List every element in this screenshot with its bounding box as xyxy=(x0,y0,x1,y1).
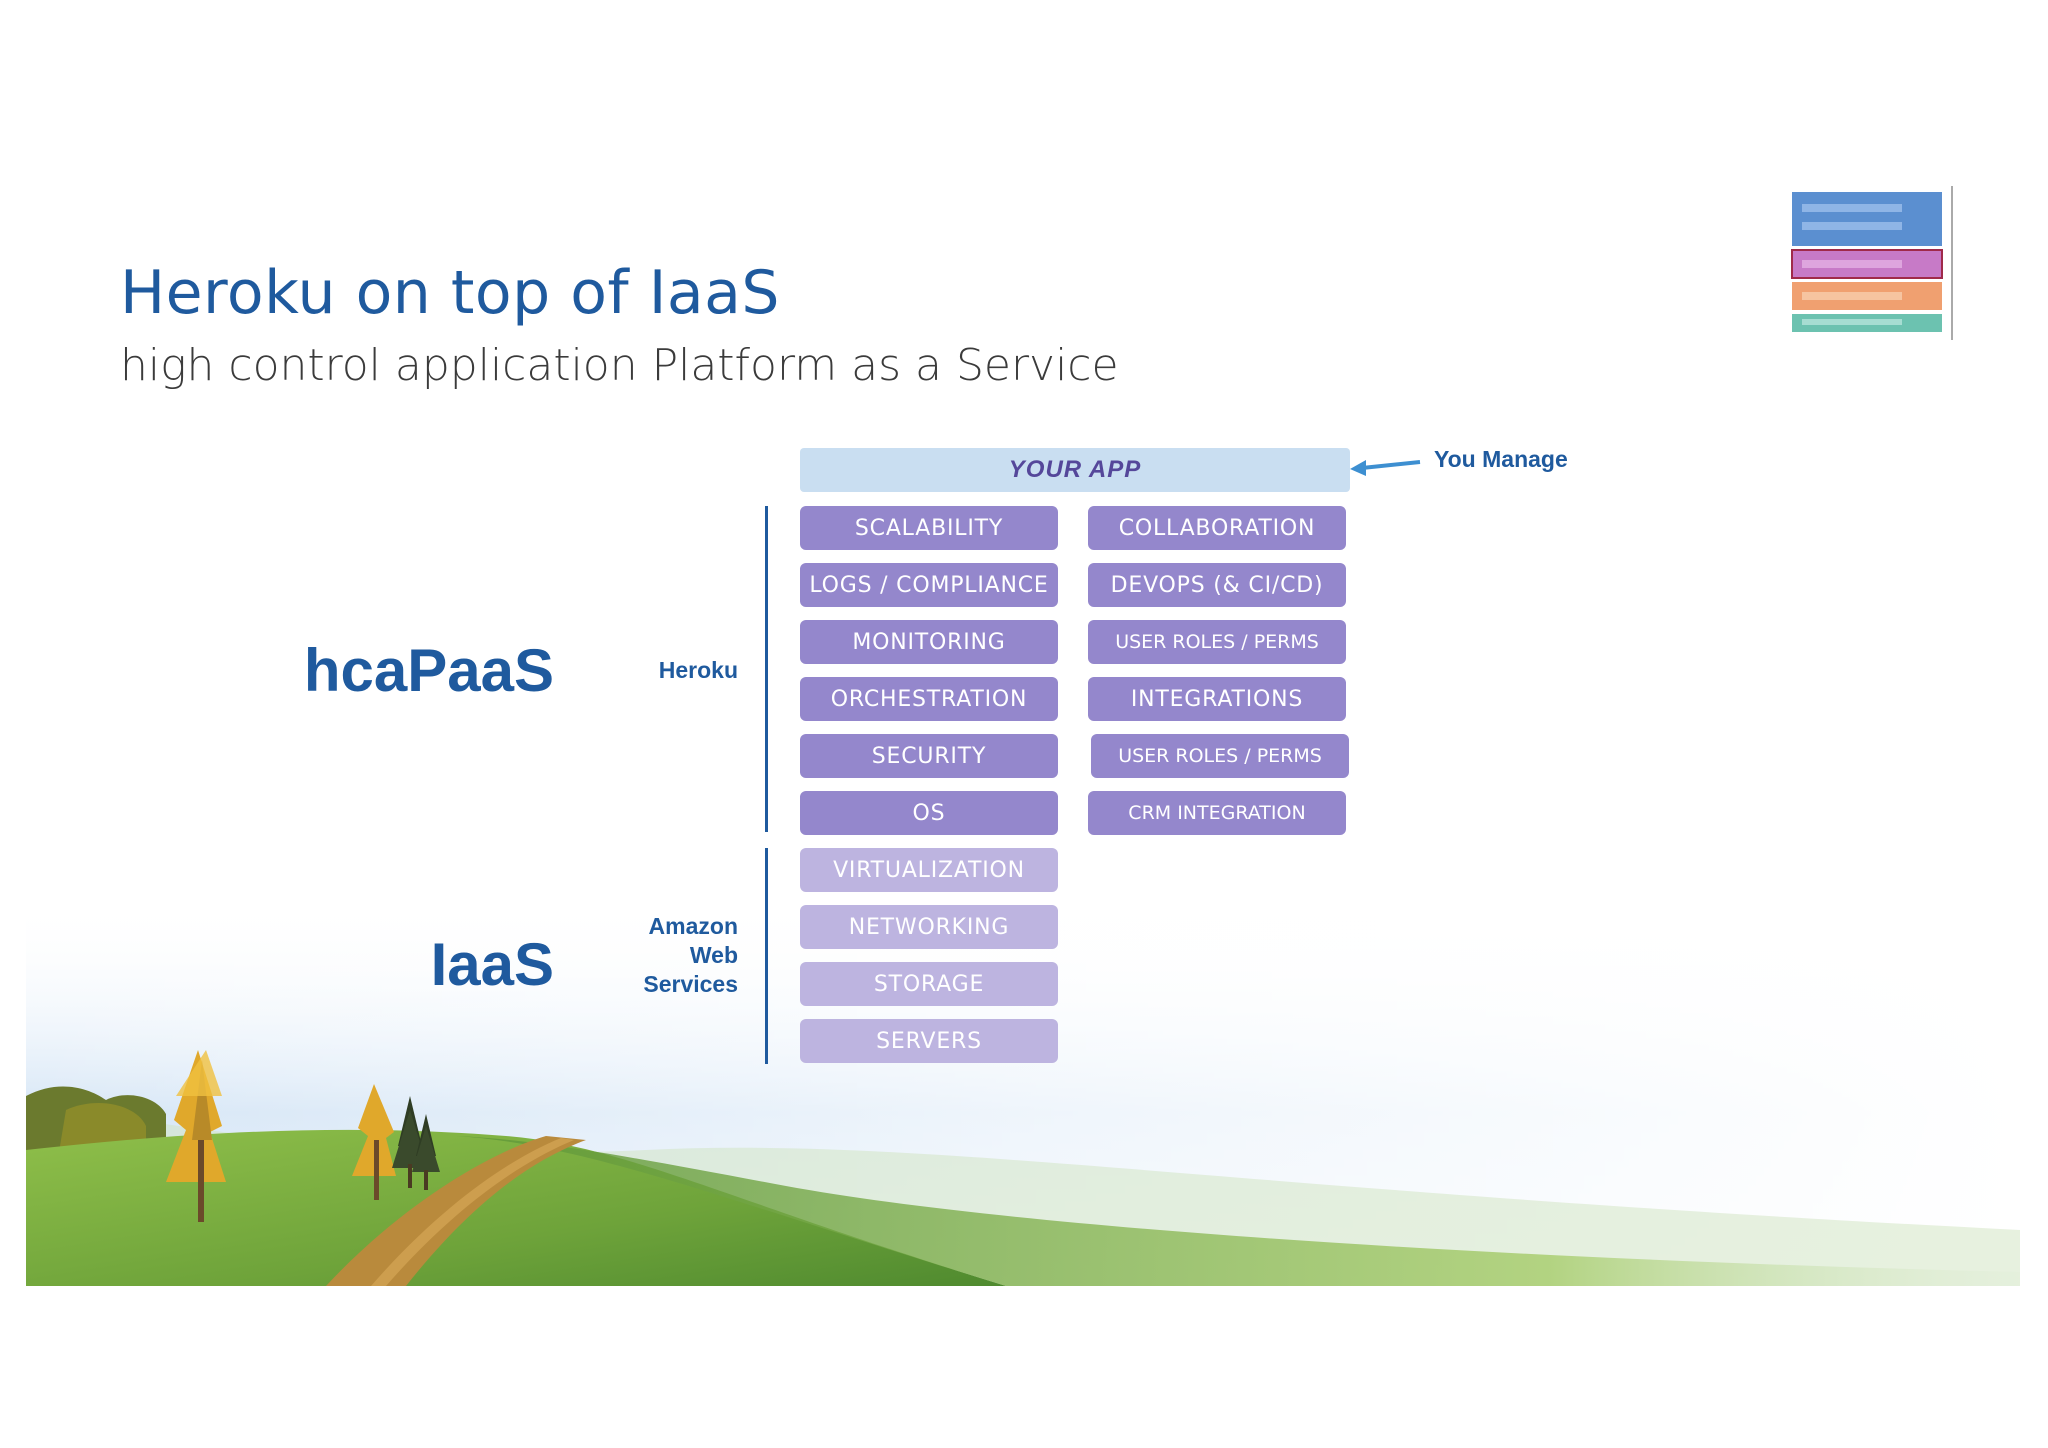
layer-crm-integration: CRM INTEGRATION xyxy=(1088,791,1346,835)
slide-title: Heroku on top of IaaS xyxy=(120,258,781,328)
heroku-label: Heroku xyxy=(658,657,738,683)
layer-scalability: SCALABILITY xyxy=(800,506,1058,550)
layer-os: OS xyxy=(800,791,1058,835)
layer-integrations: INTEGRATIONS xyxy=(1088,677,1346,721)
layer-user-roles-2: USER ROLES / PERMS xyxy=(1091,734,1349,778)
layer-orchestration: ORCHESTRATION xyxy=(800,677,1058,721)
hcapaas-label: hcaPaaS xyxy=(303,637,554,704)
layer-logs-compliance: LOGS / COMPLIANCE xyxy=(800,563,1058,607)
landscape-illustration xyxy=(26,900,2020,1286)
layer-collaboration: COLLABORATION xyxy=(1088,506,1346,550)
layer-devops: DEVOPS (& CI/CD) xyxy=(1088,563,1346,607)
aws-label-line-1: Amazon xyxy=(648,913,738,939)
your-app-box: YOUR APP xyxy=(800,448,1350,492)
layer-monitoring: MONITORING xyxy=(800,620,1058,664)
cloud-stack-thumbnail[interactable] xyxy=(1788,182,1960,348)
layer-virtualization: VIRTUALIZATION xyxy=(800,848,1058,892)
aws-label: Amazon Web Services xyxy=(643,912,738,999)
aws-label-line-3: Services xyxy=(643,971,738,997)
arrow-left-icon xyxy=(1350,460,1421,476)
layer-servers: SERVERS xyxy=(800,1019,1058,1063)
iaas-label: IaaS xyxy=(430,931,554,998)
you-manage-label: You Manage xyxy=(1434,446,1568,472)
layer-user-roles-1: USER ROLES / PERMS xyxy=(1088,620,1346,664)
layer-storage: STORAGE xyxy=(800,962,1058,1006)
tree-middle xyxy=(352,1084,396,1200)
layer-security: SECURITY xyxy=(800,734,1058,778)
tree-left xyxy=(166,1050,226,1222)
heroku-bracket-line xyxy=(765,506,768,832)
aws-label-line-2: Web xyxy=(689,942,738,968)
layer-networking: NETWORKING xyxy=(800,905,1058,949)
pine-trees xyxy=(392,1096,440,1190)
aws-bracket-line xyxy=(765,848,768,1064)
slide-subtitle: high control application Platform as a S… xyxy=(120,340,1119,391)
